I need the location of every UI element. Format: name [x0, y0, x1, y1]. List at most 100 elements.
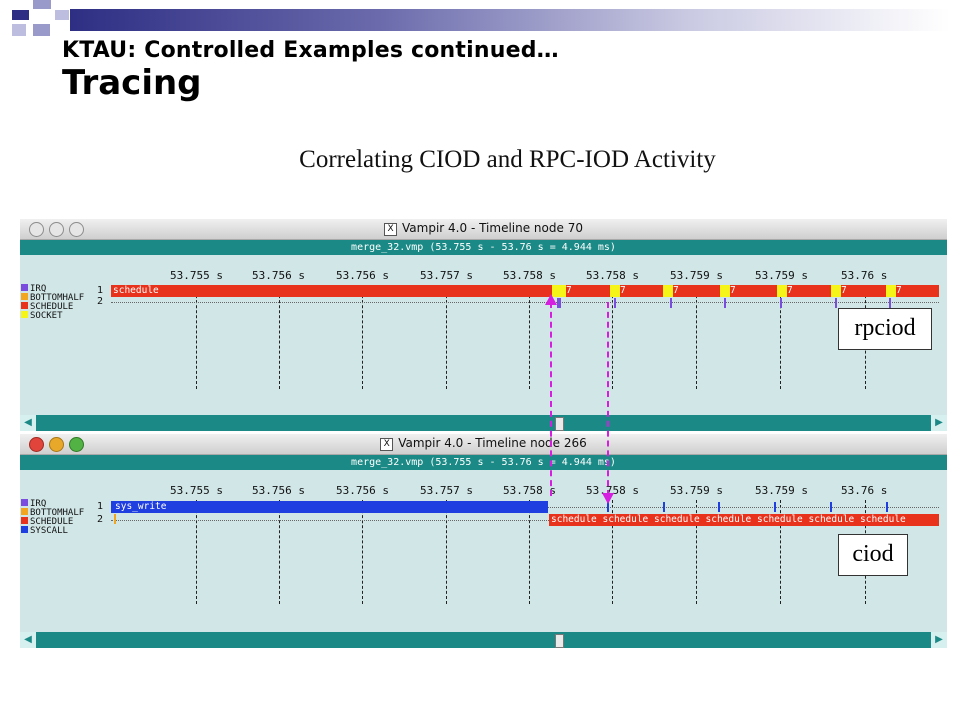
minimize-button[interactable]	[49, 222, 64, 237]
time-tick: 53.76 s	[841, 484, 888, 497]
irq-mark[interactable]	[889, 298, 891, 308]
grid-line	[279, 500, 280, 604]
schedule-label: schedule	[757, 514, 803, 525]
scroll-thumb[interactable]	[555, 634, 564, 648]
window-title-text: Vampir 4.0 - Timeline node 266	[398, 436, 587, 450]
legend-item: SCHEDULE	[20, 302, 84, 312]
segment-label: 7	[620, 285, 626, 296]
legend-item: IRQ	[20, 499, 84, 509]
legend: IRQ BOTTOMHALF SCHEDULE SYSCALL	[20, 499, 84, 536]
deco-square-2	[33, 0, 51, 9]
correlation-arrow-down	[607, 302, 609, 496]
zoom-button[interactable]	[69, 437, 84, 452]
schedule-label: schedule	[602, 514, 649, 525]
close-button[interactable]	[29, 222, 44, 237]
schedule-label: schedule	[654, 514, 700, 525]
legend-item: SCHEDULE	[20, 517, 84, 527]
legend: IRQ BOTTOMHALF SCHEDULE SOCKET	[20, 284, 84, 321]
socket-segment[interactable]	[610, 285, 620, 297]
irq-mark[interactable]	[614, 298, 616, 308]
bottomhalf-mark[interactable]	[114, 514, 116, 524]
grid-line	[612, 500, 613, 604]
syscall-mark[interactable]	[663, 502, 665, 512]
socket-segment[interactable]	[777, 285, 787, 297]
socket-segment[interactable]	[552, 285, 566, 297]
syscall-mark[interactable]	[607, 502, 609, 512]
title-gradient-bar	[70, 9, 950, 31]
segment-label: 7	[787, 285, 793, 296]
deco-square-4	[12, 24, 26, 36]
zoom-button[interactable]	[69, 222, 84, 237]
grid-line	[696, 285, 697, 389]
scroll-thumb[interactable]	[555, 417, 564, 431]
correlation-arrow-up	[550, 302, 552, 496]
segment-label: 7	[730, 285, 736, 296]
irq-mark[interactable]	[724, 298, 726, 308]
arrow-head-up-icon	[545, 294, 557, 305]
horizontal-scrollbar[interactable]: ◀ ▶	[20, 415, 947, 431]
schedule-label: schedule	[551, 514, 597, 525]
schedule-bar[interactable]: schedule schedule schedule schedule sche…	[549, 514, 939, 526]
syscall-mark[interactable]	[830, 502, 832, 512]
syscall-mark[interactable]	[774, 502, 776, 512]
legend-item: IRQ	[20, 284, 84, 294]
scroll-right-arrow-icon[interactable]: ▶	[931, 632, 947, 648]
legend-swatch	[21, 311, 28, 318]
slide-title-line1: KTAU: Controlled Examples continued…	[62, 38, 559, 63]
time-tick: 53.758 s	[586, 484, 639, 497]
file-range-bar: merge_32.vmp (53.755 s - 53.76 s = 4.944…	[20, 455, 947, 470]
grid-line	[362, 500, 363, 604]
grid-line	[529, 285, 530, 389]
scroll-left-arrow-icon[interactable]: ◀	[20, 415, 36, 431]
grid-line	[446, 285, 447, 389]
minimize-button[interactable]	[49, 437, 64, 452]
scroll-left-arrow-icon[interactable]: ◀	[20, 632, 36, 648]
grid-line	[612, 285, 613, 389]
syscall-mark[interactable]	[718, 502, 720, 512]
legend-item: SOCKET	[20, 311, 84, 321]
deco-square-3	[55, 10, 69, 20]
socket-segment[interactable]	[886, 285, 896, 297]
slide-title: KTAU: Controlled Examples continued… Tra…	[62, 38, 559, 103]
time-tick: 53.755 s	[170, 269, 223, 282]
segment-label: 7	[896, 285, 902, 296]
segment-label: 7	[673, 285, 679, 296]
time-tick: 53.758 s	[503, 484, 556, 497]
slide-subtitle: Correlating CIOD and RPC-IOD Activity	[299, 146, 716, 173]
time-tick: 53.759 s	[755, 269, 808, 282]
irq-mark[interactable]	[557, 298, 561, 308]
socket-segment[interactable]	[663, 285, 673, 297]
irq-mark[interactable]	[780, 298, 782, 308]
irq-mark[interactable]	[670, 298, 672, 308]
syscall-bar[interactable]: sys_write	[111, 501, 548, 513]
time-tick: 53.759 s	[755, 484, 808, 497]
time-tick: 53.758 s	[586, 269, 639, 282]
time-tick: 53.756 s	[336, 484, 389, 497]
file-range-bar: merge_32.vmp (53.755 s - 53.76 s = 4.944…	[20, 240, 947, 255]
horizontal-scrollbar[interactable]: ◀ ▶	[20, 632, 947, 648]
schedule-bar[interactable]: schedule	[111, 285, 939, 297]
legend-swatch	[21, 284, 28, 291]
socket-segment[interactable]	[831, 285, 841, 297]
x11-icon: X	[384, 223, 398, 236]
schedule-label: schedule	[860, 514, 906, 525]
arrow-head-down-icon	[602, 493, 614, 504]
time-tick: 53.756 s	[336, 269, 389, 282]
row-number: 2	[97, 514, 104, 525]
grid-line	[279, 285, 280, 389]
row-2-baseline	[111, 302, 939, 303]
process-label-rpciod: rpciod	[838, 308, 932, 350]
close-button[interactable]	[29, 437, 44, 452]
grid-line	[780, 285, 781, 389]
irq-mark[interactable]	[835, 298, 837, 308]
socket-segment[interactable]	[720, 285, 730, 297]
legend-swatch	[21, 293, 28, 300]
time-tick: 53.755 s	[170, 484, 223, 497]
scroll-right-arrow-icon[interactable]: ▶	[931, 415, 947, 431]
syscall-mark[interactable]	[886, 502, 888, 512]
